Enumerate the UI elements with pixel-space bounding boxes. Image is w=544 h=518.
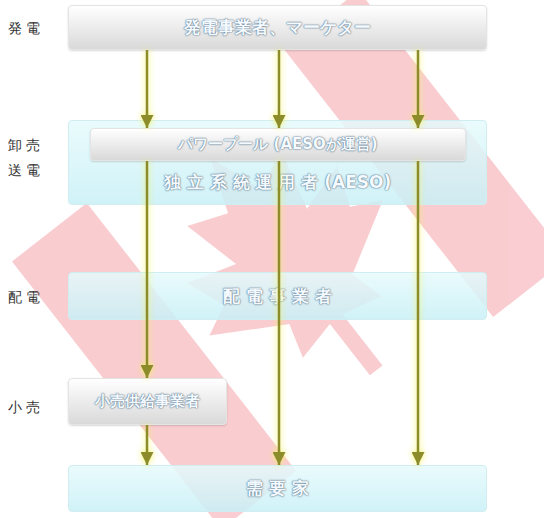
node-text: 発電事業者、マーケター bbox=[184, 16, 371, 39]
generator-box: 発電事業者、マーケター bbox=[68, 5, 487, 50]
customer-box: 需 要 家 bbox=[68, 465, 487, 512]
stage-label: 発 電 bbox=[8, 20, 40, 38]
pool-box: パワープール (AESOが運営) bbox=[90, 128, 466, 161]
flow-arrow bbox=[417, 161, 420, 465]
flow-arrow bbox=[146, 50, 149, 128]
node-text: パワープール (AESOが運営) bbox=[178, 135, 377, 154]
node-text: 小売供給事業者 bbox=[95, 392, 200, 411]
flow-arrow bbox=[417, 50, 420, 128]
node-text: 配 電 事 業 者 bbox=[223, 285, 332, 308]
flow-arrow bbox=[278, 161, 281, 465]
stage-label: 配 電 bbox=[8, 289, 40, 307]
node-text: 需 要 家 bbox=[246, 477, 309, 500]
retailer-box: 小売供給事業者 bbox=[68, 378, 227, 425]
stage-label: 小 売 bbox=[8, 399, 40, 417]
flow-arrow bbox=[146, 161, 149, 378]
distribution-box: 配 電 事 業 者 bbox=[68, 272, 487, 320]
stage-label: 送 電 bbox=[8, 162, 40, 180]
operator-band: 独 立 系 統 運 用 者 (AESO) パワープール (AESOが運営) bbox=[68, 120, 487, 205]
maple-flag bbox=[12, 0, 544, 518]
flow-arrow bbox=[278, 50, 281, 128]
stage-label: 卸 売 bbox=[8, 137, 40, 155]
node-text: 独 立 系 統 運 用 者 (AESO) bbox=[164, 171, 391, 194]
flow-arrow bbox=[146, 425, 149, 465]
